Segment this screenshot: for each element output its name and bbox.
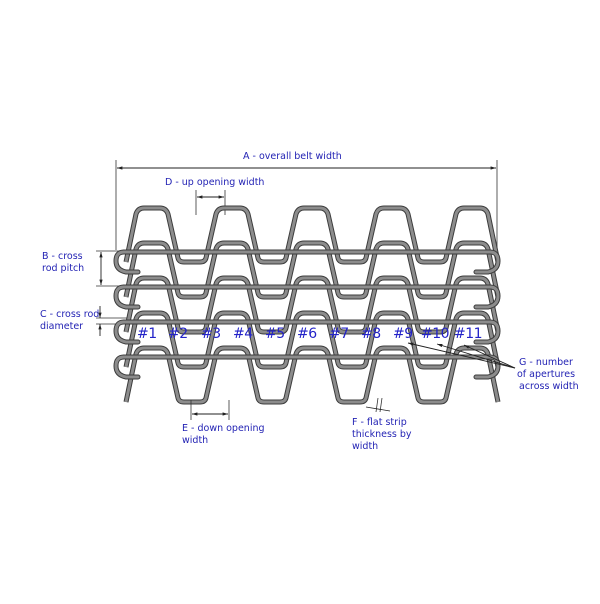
label-a: A - overall belt width [243, 151, 342, 162]
aperture-label: #5 [265, 326, 285, 342]
label-c-line2: diameter [40, 321, 84, 332]
label-c-line1: C - cross rod [40, 309, 100, 320]
aperture-label: #2 [168, 326, 188, 342]
dimension-f [365, 397, 391, 413]
label-e-line2: width [182, 435, 209, 446]
label-e-line1: E - down opening [182, 423, 265, 434]
dimension-e [190, 400, 230, 420]
label-b-line1: B - cross [42, 251, 83, 262]
aperture-label: #6 [297, 326, 317, 342]
cross-rods [113, 249, 501, 380]
label-f-line3: width [352, 441, 379, 452]
dimension-g-leaders [407, 342, 516, 369]
belt-strips [122, 208, 498, 402]
label-g-line1: G - number [519, 357, 573, 368]
aperture-label: #10 [421, 326, 450, 342]
aperture-label: #8 [361, 326, 381, 342]
aperture-label: #4 [233, 326, 253, 342]
label-f-line1: F - flat strip [352, 417, 407, 428]
aperture-label: #1 [137, 326, 157, 342]
dimension-d [195, 190, 226, 215]
aperture-label: #11 [454, 326, 483, 342]
label-d: D - up opening width [165, 177, 265, 188]
aperture-label: #7 [329, 326, 349, 342]
dimension-a [115, 160, 498, 250]
aperture-label: #3 [201, 326, 221, 342]
aperture-label: #9 [393, 326, 413, 342]
label-f-line2: thickness by [352, 429, 412, 440]
label-g-line3: across width [519, 381, 579, 392]
label-b-line2: rod pitch [42, 263, 85, 274]
label-g-line2: of apertures [517, 369, 576, 380]
